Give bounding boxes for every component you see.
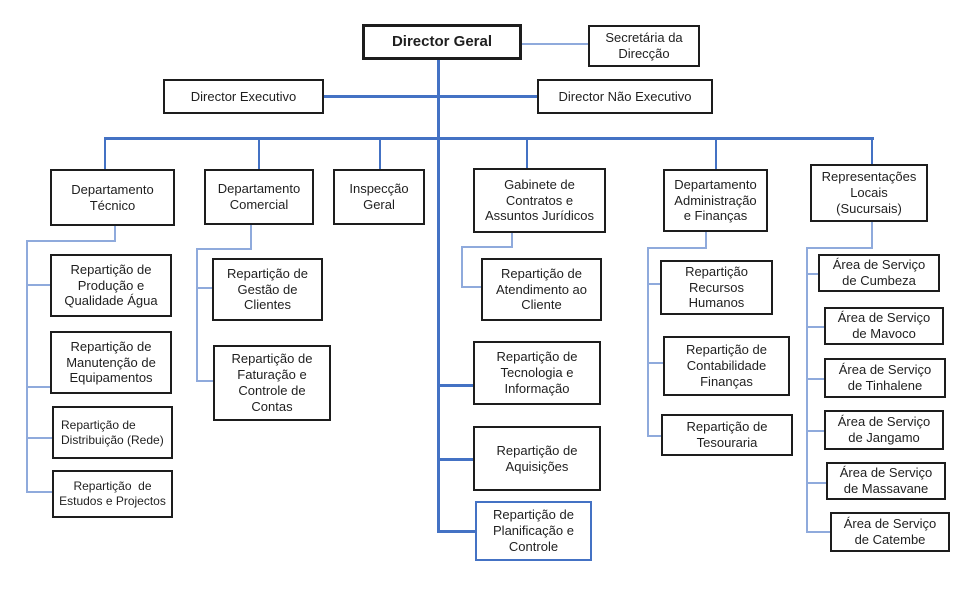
connector-gabinete-elbow-v1 bbox=[511, 233, 513, 248]
connector-admin-stub2 bbox=[647, 362, 665, 364]
connector-comercial-stub1 bbox=[196, 287, 214, 289]
org-node-reparticao-estudos: Repartição de Estudos e Projectos bbox=[52, 470, 173, 518]
connector-comercial-elbow-h bbox=[196, 248, 252, 250]
org-node-director-executivo: Director Executivo bbox=[163, 79, 324, 114]
connector-repr-spine bbox=[806, 247, 808, 533]
connector-tecnico-elbow-v bbox=[114, 226, 116, 242]
connector-comercial-spine bbox=[196, 248, 198, 382]
connector-drop-gabinete bbox=[526, 139, 528, 169]
connector-admin-stub1 bbox=[647, 283, 662, 285]
connector-drop-admin bbox=[715, 139, 717, 170]
connector-comercial-elbow-v bbox=[250, 225, 252, 250]
connector-admin-spine bbox=[647, 247, 649, 437]
org-node-area-servico-cumbeza: Área de Serviço de Cumbeza bbox=[818, 254, 940, 292]
org-node-area-servico-tinhalene: Área de Serviço de Tinhalene bbox=[824, 358, 946, 398]
org-node-area-servico-jangamo: Área de Serviço de Jangamo bbox=[824, 410, 944, 450]
org-node-departamento-comercial: Departamento Comercial bbox=[204, 169, 314, 225]
connector-admin-elbow-h bbox=[647, 247, 707, 249]
connector-level2-horizontal bbox=[323, 95, 538, 98]
connector-tecnico-stub1 bbox=[26, 284, 52, 286]
org-node-departamento-tecnico: Departamento Técnico bbox=[50, 169, 175, 226]
connector-tecnico-elbow-h bbox=[26, 240, 116, 242]
connector-gabinete-stub-planificacao bbox=[439, 530, 477, 533]
connector-repr-elbow-v bbox=[871, 222, 873, 249]
connector-repr-stub1 bbox=[806, 273, 820, 275]
org-node-area-servico-massavane: Área de Serviço de Massavane bbox=[826, 462, 946, 500]
connector-drop-inspeccao bbox=[379, 139, 381, 170]
connector-gabinete-stub-aquisicoes bbox=[439, 458, 475, 461]
connector-center-spine bbox=[437, 59, 440, 533]
connector-repr-elbow-h bbox=[806, 247, 873, 249]
org-node-area-servico-catembe: Área de Serviço de Catembe bbox=[830, 512, 950, 552]
org-node-director-nao-executivo: Director Não Executivo bbox=[537, 79, 713, 114]
connector-repr-stub2 bbox=[806, 326, 826, 328]
connector-tecnico-stub2 bbox=[26, 386, 52, 388]
connector-repr-stub5 bbox=[806, 482, 828, 484]
org-node-area-servico-mavoco: Área de Serviço de Mavoco bbox=[824, 307, 944, 345]
org-node-reparticao-faturacao: Repartição de Faturação e Controle de Co… bbox=[213, 345, 331, 421]
org-node-secretaria-direccao: Secretária da Direcção bbox=[588, 25, 700, 67]
connector-level3-horizontal bbox=[104, 137, 874, 140]
connector-drop-tecnico bbox=[104, 139, 106, 170]
connector-gabinete-elbow-v2 bbox=[461, 246, 463, 288]
connector-drop-comercial bbox=[258, 139, 260, 170]
org-node-reparticao-tecnologia: Repartição de Tecnologia e Informação bbox=[473, 341, 601, 405]
connector-gabinete-elbow-h1 bbox=[461, 246, 513, 248]
org-node-reparticao-contabilidade: Repartição de Contabilidade Finanças bbox=[663, 336, 790, 396]
org-node-departamento-administracao: Departamento Administração e Finanças bbox=[663, 169, 768, 232]
connector-comercial-stub2 bbox=[196, 380, 215, 382]
connector-tecnico-stub3 bbox=[26, 437, 54, 439]
org-node-reparticao-aquisicoes: Repartição de Aquisições bbox=[473, 426, 601, 491]
org-node-reparticao-planificacao: Repartição de Planificação e Controle bbox=[475, 501, 592, 561]
connector-repr-stub6 bbox=[806, 531, 832, 533]
connector-tecnico-stub4 bbox=[26, 491, 54, 493]
org-node-reparticao-gestao-clientes: Repartição de Gestão de Clientes bbox=[212, 258, 323, 321]
org-node-reparticao-producao: Repartição de Produção e Qualidade Água bbox=[50, 254, 172, 317]
connector-admin-stub3 bbox=[647, 435, 663, 437]
org-node-reparticao-manutencao: Repartição de Manutenção de Equipamentos bbox=[50, 331, 172, 394]
org-node-representacoes-locais: Representações Locais (Sucursais) bbox=[810, 164, 928, 222]
org-node-reparticao-atendimento: Repartição de Atendimento ao Cliente bbox=[481, 258, 602, 321]
org-node-inspeccao-geral: Inspecção Geral bbox=[333, 169, 425, 225]
connector-drop-representacoes bbox=[871, 139, 873, 165]
connector-gabinete-stub-tecnologia bbox=[439, 384, 475, 387]
connector-admin-elbow-v bbox=[705, 232, 707, 249]
org-node-reparticao-distribuicao: Repartição de Distribuição (Rede) bbox=[52, 406, 173, 459]
org-node-gabinete-contratos: Gabinete de Contratos e Assuntos Jurídic… bbox=[473, 168, 606, 233]
connector-repr-stub3 bbox=[806, 378, 826, 380]
org-node-director-geral: Director Geral bbox=[362, 24, 522, 60]
org-node-reparticao-tesouraria: Repartição de Tesouraria bbox=[661, 414, 793, 456]
connector-gabinete-elbow-h2 bbox=[461, 286, 483, 288]
connector-repr-stub4 bbox=[806, 430, 826, 432]
connector-tecnico-spine bbox=[26, 240, 28, 493]
org-node-reparticao-recursos-humanos: Repartição Recursos Humanos bbox=[660, 260, 773, 315]
connector-secretaria bbox=[521, 43, 589, 45]
